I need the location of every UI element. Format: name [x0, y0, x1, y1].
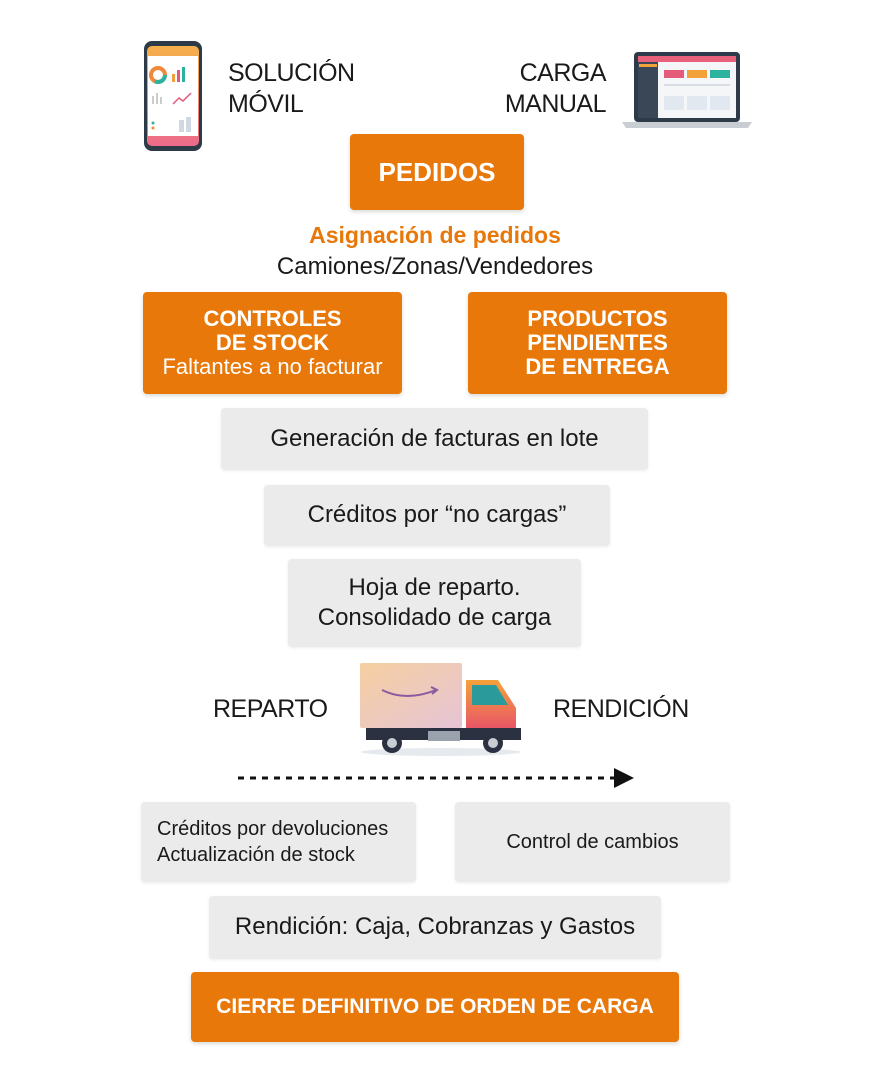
- final-closing-box: CIERRE DEFINITIVO DE ORDEN DE CARGA: [191, 972, 679, 1042]
- assignment-subtitle: Camiones/Zonas/Vendedores: [276, 253, 594, 280]
- laptop-icon: [620, 52, 754, 130]
- exchange-control-box: Control de cambios: [455, 802, 730, 882]
- stock-update-line2: Actualización de stock: [157, 844, 355, 866]
- mobile-label-line2: MÓVIL: [228, 90, 304, 118]
- cash-settlement-box: Rendición: Caja, Cobranzas y Gastos: [209, 896, 661, 959]
- return-credits-box: Créditos por devoluciones Actualización …: [141, 802, 416, 882]
- final-closing-label: CIERRE DEFINITIVO DE ORDEN DE CARGA: [216, 995, 654, 1019]
- pending-products-line1: PRODUCTOS: [527, 305, 668, 331]
- batch-invoices-label: Generación de facturas en lote: [270, 424, 599, 452]
- delivery-sheet-line2: Consolidado de carga: [317, 604, 552, 631]
- exchange-control-label: Control de cambios: [506, 831, 679, 853]
- stock-controls-note: Faltantes a no facturar: [162, 354, 383, 380]
- no-load-credits-box: Créditos por “no cargas”: [264, 485, 610, 546]
- manual-label-line1: CARGA: [519, 59, 607, 87]
- stock-controls-box: CONTROLES DE STOCK Faltantes a no factur…: [143, 292, 402, 394]
- pending-products-line2: PENDIENTES: [527, 329, 668, 355]
- stock-controls-line2: DE STOCK: [215, 329, 330, 355]
- pending-products-line3: DE ENTREGA: [525, 354, 670, 380]
- mobile-label-line1: SOLUCIÓN: [228, 59, 355, 87]
- dotted-flow-arrow: [236, 767, 636, 789]
- mobile-phone-icon: [143, 40, 203, 152]
- orders-box: PEDIDOS: [350, 134, 524, 210]
- assignment-title: Asignación de pedidos: [309, 222, 561, 248]
- pending-products-box: PRODUCTOS PENDIENTES DE ENTREGA: [468, 292, 727, 394]
- delivery-label: REPARTO: [213, 695, 328, 723]
- manual-label-line2: MANUAL: [504, 90, 607, 118]
- no-load-credits-label: Créditos por “no cargas”: [307, 501, 567, 529]
- delivery-sheet-box: Hoja de reparto. Consolidado de carga: [288, 559, 581, 647]
- return-credits-line1: Créditos por devoluciones: [157, 818, 389, 840]
- settlement-label: RENDICIÓN: [553, 695, 689, 723]
- orders-label: PEDIDOS: [378, 156, 496, 187]
- delivery-sheet-line1: Hoja de reparto.: [348, 574, 521, 601]
- mobile-solution-label: SOLUCIÓN MÓVIL: [228, 58, 355, 120]
- batch-invoices-box: Generación de facturas en lote: [221, 408, 648, 470]
- manual-load-label: CARGA MANUAL: [504, 58, 607, 120]
- stock-controls-line1: CONTROLES: [203, 305, 342, 331]
- cash-settlement-label: Rendición: Caja, Cobranzas y Gastos: [234, 913, 636, 941]
- delivery-truck-icon: [356, 660, 526, 758]
